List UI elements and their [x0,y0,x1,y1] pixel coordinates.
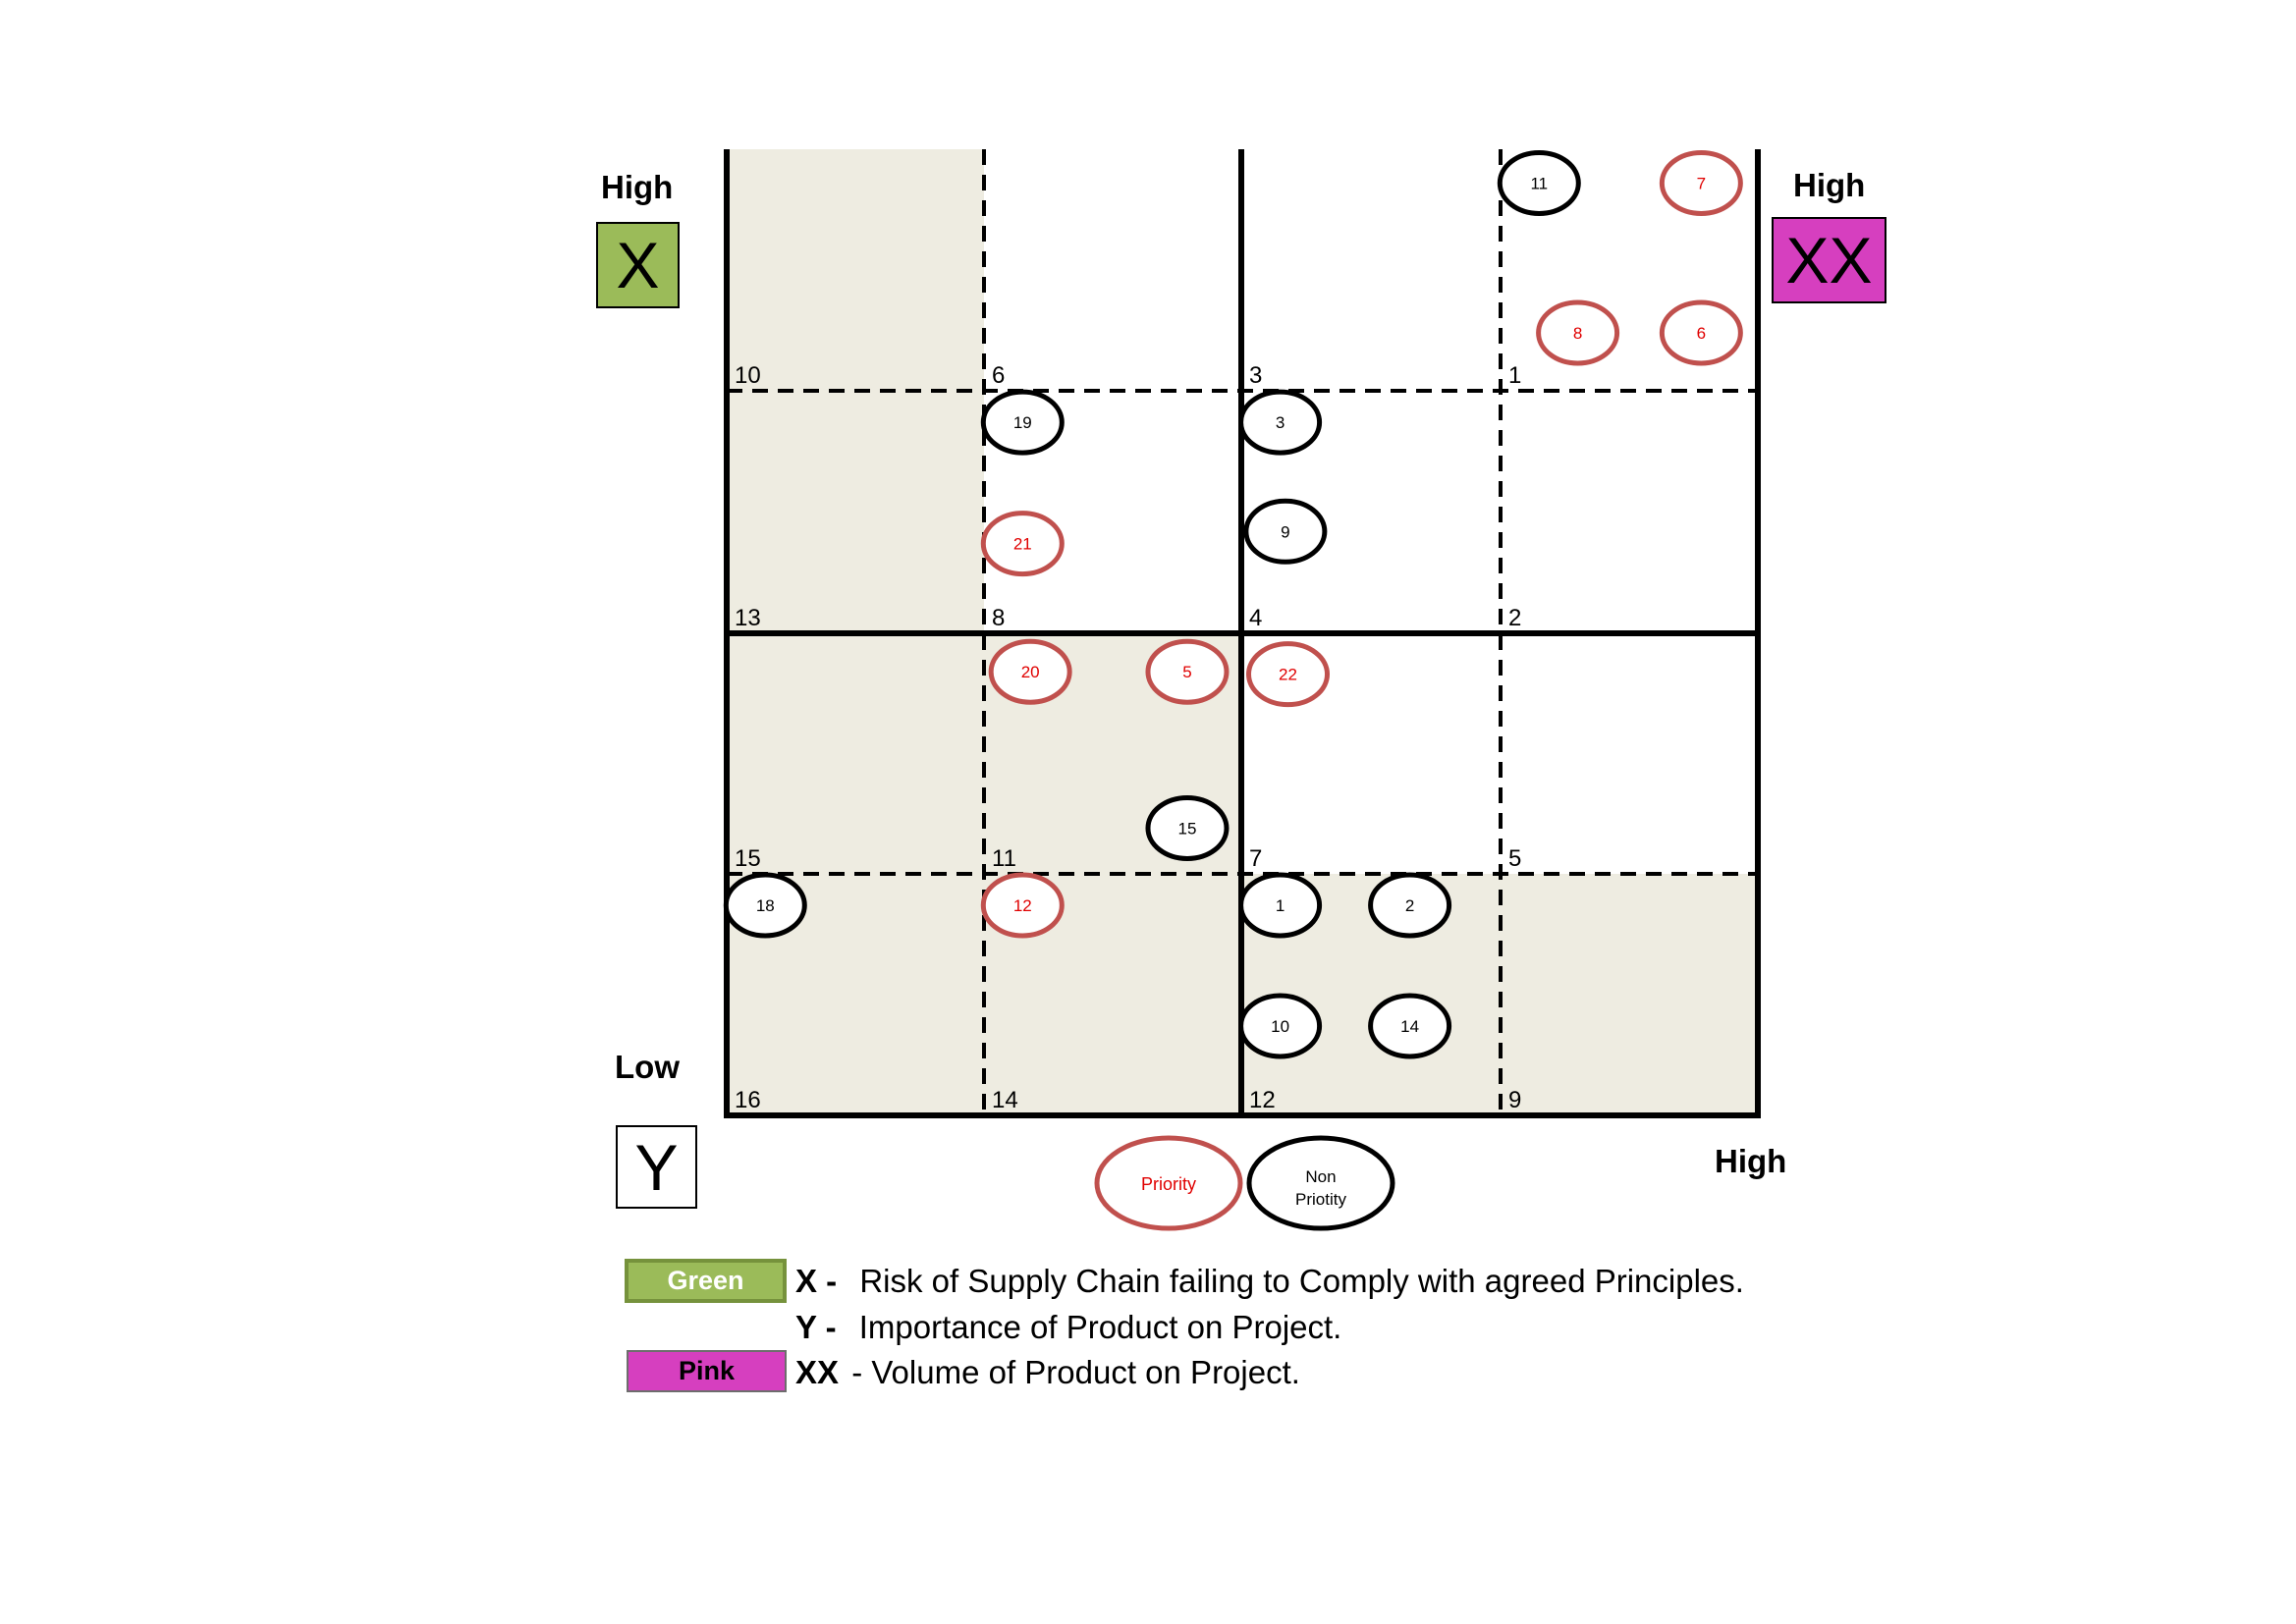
legend-row-y: Y - Importance of Product on Project. [795,1309,1341,1346]
nonpriority-marker: 14 [1368,993,1452,1059]
marker-ellipse [1368,872,1452,939]
shaded-cell [1501,874,1758,1115]
marker-ellipse [1238,993,1323,1059]
y-axis-high-label: High [1715,1143,1787,1179]
nonpriority-marker: 10 [1238,993,1323,1059]
legend-green-swatch: Green [625,1259,787,1303]
marker-ellipse [1238,389,1323,456]
x-axis-box: X [596,222,680,308]
marker-ellipse [980,872,1065,939]
marker-label: 14 [1400,1017,1419,1036]
marker-ellipse [1243,498,1328,565]
cell-number: 15 [735,845,761,872]
marker-label: 3 [1276,413,1285,432]
key-nonpriority-label-line2: Priotity [1295,1190,1346,1209]
priority-marker: 22 [1246,641,1331,708]
marker-label: 11 [1530,174,1548,192]
marker-ellipse [1246,641,1331,708]
legend-key-xx: XX [795,1354,840,1390]
y-axis-low-label: Low [615,1049,680,1085]
key-priority-label: Priority [1141,1174,1196,1194]
cell-number: 12 [1249,1087,1276,1113]
marker-ellipse [1659,149,1743,216]
marker-label: 22 [1279,666,1297,684]
marker-ellipse [1145,638,1230,705]
priority-marker: 21 [980,511,1065,577]
marker-ellipse [723,872,807,939]
legend-text-x: Risk of Supply Chain failing to Comply w… [859,1263,1744,1299]
key-priority-ellipse [1094,1135,1243,1231]
cell-number: 7 [1249,845,1262,872]
legend-text-y: Importance of Product on Project. [858,1309,1342,1345]
marker-label: 15 [1178,819,1197,838]
marker-label: 8 [1573,324,1582,343]
cell-number: 1 [1508,362,1521,389]
legend-key-y: Y - [795,1309,837,1345]
legend-text-xx: - Volume of Product on Project. [851,1354,1300,1390]
nonpriority-marker: 1 [1238,872,1323,939]
marker-label: 1 [1276,896,1285,915]
cell-number: 14 [992,1087,1018,1113]
legend-row-x: X - Risk of Supply Chain failing to Comp… [795,1263,1744,1300]
xx-axis-high-label: High [1793,167,1866,203]
marker-ellipse [1145,794,1230,861]
cell-number: 16 [735,1087,761,1113]
nonpriority-marker: 3 [1238,389,1323,456]
marker-label: 2 [1405,896,1414,915]
marker-label: 7 [1697,174,1706,192]
marker-ellipse [1659,299,1743,366]
shaded-cell [727,633,984,874]
marker-ellipse [980,389,1065,456]
cell-number: 5 [1508,845,1521,872]
xx-axis-box: XX [1772,217,1886,303]
legend-key-x: X - [795,1263,838,1299]
nonpriority-marker: 9 [1243,498,1328,565]
cell-number: 2 [1508,605,1521,631]
marker-ellipse [1238,872,1323,939]
marker-label: 20 [1021,663,1040,681]
nonpriority-marker: 18 [723,872,807,939]
marker-ellipse [1497,149,1581,216]
cell-number: 10 [735,362,761,389]
shaded-cell [727,149,984,391]
marker-label: 18 [756,896,775,915]
cell-number: 8 [992,605,1005,631]
cell-number: 13 [735,605,761,631]
cell-number: 9 [1508,1087,1521,1113]
nonpriority-marker: 19 [980,389,1065,456]
nonpriority-marker: 2 [1368,872,1452,939]
priority-marker: 6 [1659,299,1743,366]
priority-marker: 7 [1659,149,1743,216]
priority-marker: 20 [988,638,1072,705]
marker-label: 10 [1271,1017,1289,1036]
priority-marker: 12 [980,872,1065,939]
legend-pink-swatch: Pink [627,1350,787,1392]
nonpriority-marker: 11 [1497,149,1581,216]
cell-number: 6 [992,362,1005,389]
priority-marker: 8 [1536,299,1620,366]
y-axis-box: Y [616,1125,697,1209]
key-nonpriority-label-line1: Non [1305,1167,1336,1186]
marker-label: 6 [1697,324,1706,343]
priority-marker: 5 [1145,638,1230,705]
marker-label: 5 [1182,663,1191,681]
shaded-cell [727,391,984,633]
marker-label: 21 [1013,535,1032,554]
key-nonpriority-ellipse [1246,1135,1395,1231]
marker-ellipse [1536,299,1620,366]
marker-label: 9 [1281,522,1289,541]
cell-number: 3 [1249,362,1262,389]
marker-ellipse [1368,993,1452,1059]
nonpriority-marker: 15 [1145,794,1230,861]
marker-ellipse [988,638,1072,705]
x-axis-high-label: High [601,169,674,205]
cell-number: 4 [1249,605,1262,631]
marker-label: 12 [1013,896,1032,915]
cell-number: 11 [992,845,1016,872]
legend-row-xx: XX - Volume of Product on Project. [795,1354,1300,1391]
marker-label: 19 [1013,413,1032,432]
marker-ellipse [980,511,1065,577]
